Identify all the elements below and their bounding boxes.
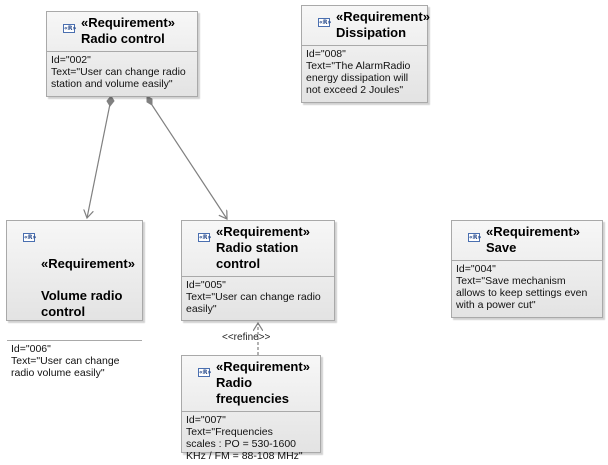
requirement-volume-radio-control[interactable]: «R» «Requirement» Volume radio control I…	[6, 220, 143, 379]
requirement-save[interactable]: «R» «Requirement» Save Id="004" Text="Sa…	[451, 220, 603, 318]
requirement-icon: «R»	[198, 368, 212, 377]
requirement-properties: Id="006" Text="User can change radio vol…	[7, 341, 142, 382]
requirement-icon: «R»	[23, 233, 37, 242]
requirement-text: Text="User can change radio station and …	[51, 66, 186, 90]
requirement-properties: Id="005" Text="User can change radio eas…	[182, 277, 334, 318]
stereotype-label: «Requirement»	[486, 224, 580, 239]
requirement-properties: Id="008" Text="The AlarmRadio energy dis…	[302, 46, 427, 99]
requirement-id: Id="008"	[306, 48, 346, 60]
requirement-id: Id="007"	[186, 414, 226, 426]
requirement-text: Text="User can change radio easily"	[186, 291, 321, 315]
requirement-name: Volume radio control	[41, 288, 123, 319]
requirement-properties: Id="007" Text="Frequencies scales : PO =…	[182, 412, 320, 465]
requirement-id: Id="006"	[11, 343, 51, 355]
requirement-name: Radio control	[81, 31, 165, 46]
composition-diamond	[146, 95, 153, 106]
requirement-text: Text="Frequencies scales : PO = 530-1600…	[186, 426, 303, 462]
composition-connector-radio-to-station[interactable]	[146, 95, 227, 219]
stereotype-label: «Requirement»	[216, 224, 310, 239]
composition-connector-radio-to-volume[interactable]	[87, 95, 115, 218]
requirement-icon: «R»	[198, 233, 212, 242]
requirement-text: Text="The AlarmRadio energy dissipation …	[306, 60, 411, 96]
requirement-properties: Id="004" Text="Save mechanism allows to …	[452, 261, 602, 314]
stereotype-label: «Requirement»	[41, 256, 135, 271]
refine-label: <<refine>>	[222, 332, 271, 343]
requirement-dissipation[interactable]: «R» «Requirement» Dissipation Id="008" T…	[301, 5, 430, 103]
requirement-radio-station-control[interactable]: «R» «Requirement» Radio station control …	[181, 220, 335, 321]
requirement-text: Text="Save mechanism allows to keep sett…	[456, 275, 588, 311]
stereotype-label: «Requirement»	[81, 15, 175, 30]
requirement-text: Text="User can change radio volume easil…	[11, 355, 120, 379]
requirement-name: Save	[486, 240, 517, 255]
requirement-icon: «R»	[468, 233, 482, 242]
stereotype-label: «Requirement»	[336, 9, 430, 24]
requirement-name: Dissipation	[336, 25, 407, 40]
requirement-name: Radio station control	[216, 240, 299, 271]
stereotype-label: «Requirement»	[216, 359, 310, 374]
composition-diamond	[106, 95, 115, 107]
requirement-header: «R» «Requirement» Dissipation	[302, 6, 430, 46]
requirement-properties: Id="002" Text="User can change radio sta…	[47, 52, 197, 93]
requirement-header: «R» «Requirement» Radio station control	[182, 221, 334, 277]
requirement-header: «R» «Requirement» Radio frequencies	[182, 356, 320, 412]
requirement-icon: «R»	[63, 24, 77, 33]
requirement-id: Id="002"	[51, 54, 91, 66]
requirement-radio-frequencies[interactable]: «R» «Requirement» Radio frequencies Id="…	[181, 355, 321, 462]
requirement-name: Radio frequencies	[216, 375, 289, 406]
requirement-radio-control[interactable]: «R» «Requirement» Radio control Id="002"…	[46, 11, 198, 97]
requirement-id: Id="004"	[456, 263, 496, 275]
requirement-header: «R» «Requirement» Save	[452, 221, 602, 261]
requirement-header: «R» «Requirement» Radio control	[47, 12, 197, 52]
requirement-header: «R» «Requirement» Volume radio control	[7, 221, 142, 341]
requirement-id: Id="005"	[186, 279, 226, 291]
requirement-icon: «R»	[318, 18, 332, 27]
